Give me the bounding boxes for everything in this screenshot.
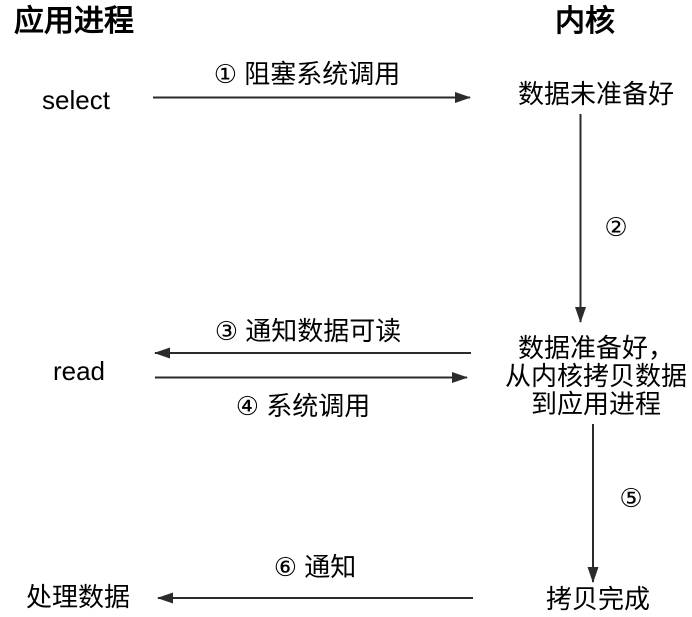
step5-label: ⑤: [619, 483, 643, 513]
step6-label-notify: ⑥ 通知: [273, 552, 357, 582]
step3-label-notify-readable: ③ 通知数据可读: [214, 316, 402, 346]
kernel-state-copy-done: 拷贝完成: [545, 584, 651, 614]
kernel-state-data-ready-line3: 到应用进程: [530, 389, 661, 419]
kernel-state-data-ready-line1: 数据准备好，: [517, 333, 674, 363]
column-title-kernel: 内核: [555, 5, 615, 38]
column-title-application-process: 应用进程: [14, 5, 134, 38]
step2-label: ②: [604, 212, 628, 242]
app-state-process-data: 处理数据: [26, 582, 131, 612]
step4-label-syscall: ④ 系统调用: [235, 391, 371, 421]
kernel-state-data-ready: 数据准备好， 从内核拷贝数据 到应用进程: [496, 334, 692, 418]
app-state-read: read: [52, 356, 106, 386]
kernel-state-data-ready-line2: 从内核拷贝数据: [504, 361, 687, 391]
app-state-select: select: [42, 85, 110, 115]
step1-label-blocking-syscall: ① 阻塞系统调用: [213, 59, 401, 89]
kernel-state-data-not-ready: 数据未准备好: [517, 79, 675, 109]
